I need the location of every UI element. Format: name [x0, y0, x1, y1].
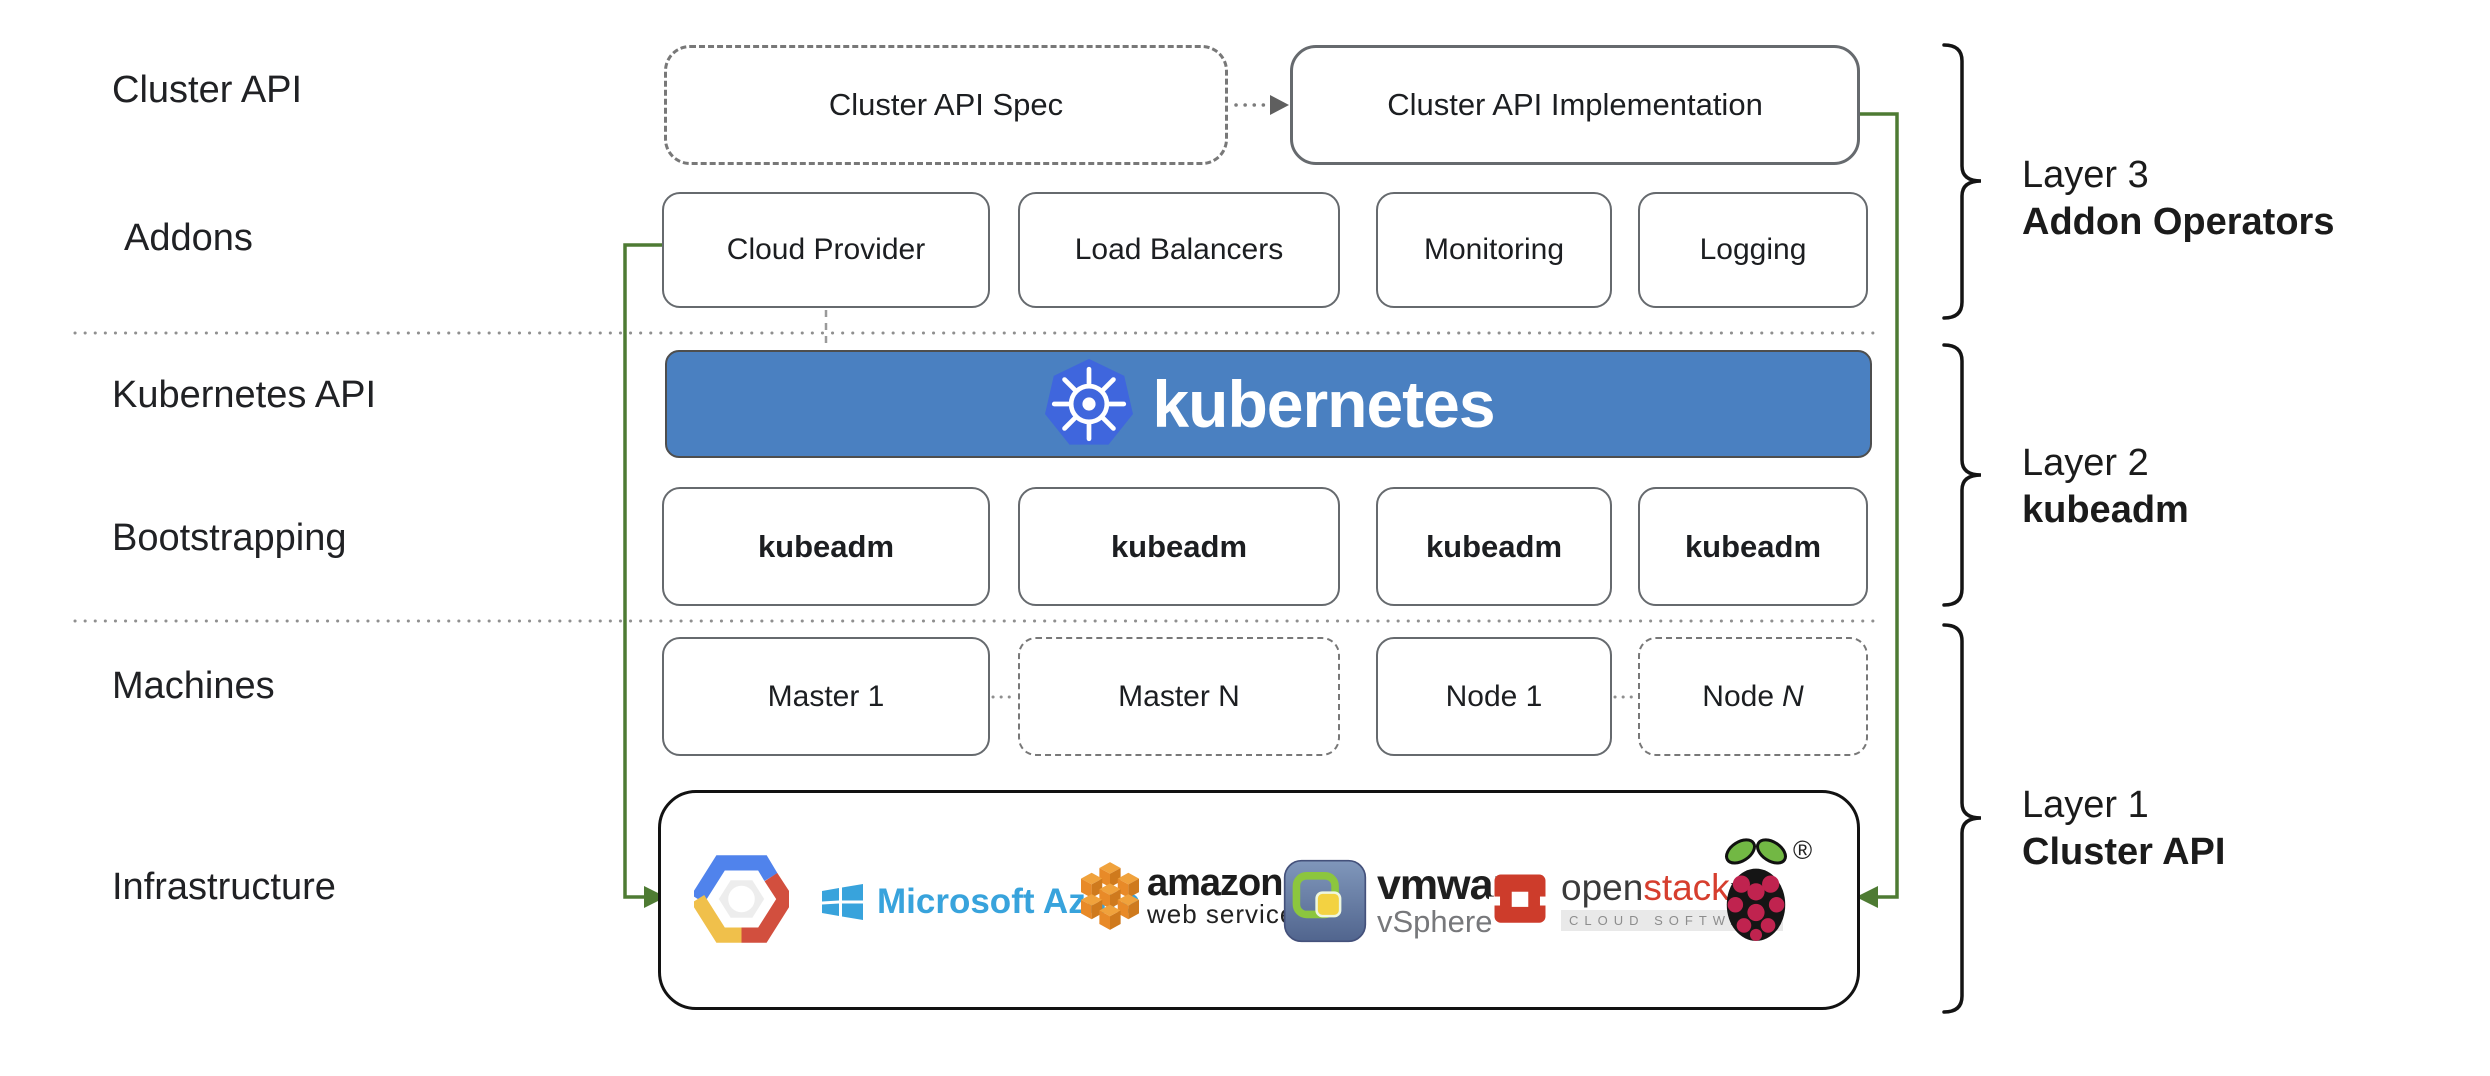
addon-box-cloud-provider: Cloud Provider	[662, 192, 990, 308]
layer3-line1: Layer 3	[2022, 154, 2149, 196]
addon-label: Monitoring	[1423, 233, 1565, 266]
row-label-kubernetes-api: Kubernetes API	[112, 374, 377, 416]
kubeadm-label: kubeadm	[757, 528, 895, 564]
left-green-connector	[623, 243, 662, 899]
cluster-api-spec-box: Cluster API Spec	[664, 45, 1228, 165]
left-green-arrowhead-icon	[644, 886, 666, 908]
cluster-api-implementation-box: Cluster API Implementation	[1290, 45, 1860, 165]
openstack-icon	[1489, 874, 1551, 923]
layer2-line2: kubeadm	[2022, 489, 2189, 531]
kubeadm-label: kubeadm	[1684, 528, 1822, 564]
kubernetes-banner: kubernetes	[665, 350, 1872, 458]
row-label-addons: Addons	[124, 217, 253, 259]
machine-label: Node	[1702, 679, 1775, 713]
raspberry-pi-reg-mark: ®	[1793, 835, 1813, 865]
row-label-cluster-api: Cluster API	[112, 69, 303, 111]
layer1-brace	[1942, 623, 1982, 1014]
openstack-label: openstack™	[1561, 869, 1783, 906]
raspberry-pi-icon	[1725, 838, 1787, 941]
addon-box-logging: Logging	[1638, 192, 1868, 308]
row-label-infrastructure: Infrastructure	[112, 866, 336, 908]
aws-label-web-services: web services	[1147, 898, 1310, 929]
addon-label: Cloud Provider	[726, 233, 926, 266]
machine-label: Master N	[1118, 679, 1240, 713]
machine-box-master-1: Master 1	[662, 637, 990, 756]
machine-box-node-n: Node N	[1638, 637, 1868, 756]
layer3-brace	[1942, 43, 1982, 320]
layer1-line1: Layer 1	[2022, 784, 2149, 826]
machine-label-n: N	[1782, 679, 1804, 713]
kubernetes-banner-label: kubernetes	[1152, 367, 1495, 441]
spec-impl-arrowhead-icon	[1270, 95, 1289, 115]
google-cloud-logo	[694, 855, 789, 943]
machine-box-node-1: Node 1	[1376, 637, 1612, 756]
addon-label: Logging	[1699, 233, 1807, 266]
addon-box-load-balancers: Load Balancers	[1018, 192, 1340, 308]
google-cloud-icon	[694, 855, 789, 943]
row-label-machines: Machines	[112, 665, 275, 707]
vsphere-label: vSphere	[1377, 903, 1493, 939]
machine-label: Master 1	[767, 679, 885, 713]
infrastructure-box: Microsoft Azure	[658, 790, 1860, 1010]
kubeadm-label: kubeadm	[1110, 528, 1248, 564]
raspberry-pi-logo	[1713, 829, 1799, 953]
addon-label: Load Balancers	[1074, 233, 1284, 266]
row-label-bootstrapping: Bootstrapping	[112, 517, 347, 559]
layer1-line2: Cluster API	[2022, 831, 2226, 873]
addon-box-monitoring: Monitoring	[1376, 192, 1612, 308]
kubeadm-label: kubeadm	[1425, 528, 1563, 564]
machine-box-master-n: Master N	[1018, 637, 1340, 756]
openstack-logo: openstack™ CLOUD SOFTWARE	[1489, 869, 1784, 931]
layer2-brace	[1942, 343, 1982, 607]
openstack-subtitle: CLOUD SOFTWARE	[1561, 909, 1784, 931]
kubeadm-box-3: kubeadm	[1376, 487, 1612, 606]
kubeadm-box-1: kubeadm	[662, 487, 990, 606]
cluster-api-implementation-label: Cluster API Implementation	[1387, 87, 1763, 122]
machine-label: Node 1	[1445, 679, 1543, 713]
vmware-icon	[1283, 859, 1367, 943]
azure-icon	[822, 884, 863, 920]
aws-label-amazon: amazon	[1147, 861, 1283, 904]
right-green-arrowhead-icon	[1856, 886, 1878, 908]
layer2-label: Layer 2 kubeadm	[2022, 440, 2189, 534]
layer2-line1: Layer 2	[2022, 442, 2149, 484]
kubernetes-logo-icon	[1045, 358, 1134, 445]
aws-logo: amazon web services	[1081, 859, 1309, 933]
layer3-line2: Addon Operators	[2022, 201, 2335, 243]
layer3-label: Layer 3 Addon Operators	[2022, 152, 2334, 246]
layer1-label: Layer 1 Cluster API	[2022, 782, 2225, 876]
kubeadm-box-2: kubeadm	[1018, 487, 1340, 606]
right-green-connector	[1860, 112, 1899, 899]
kubeadm-box-4: kubeadm	[1638, 487, 1868, 606]
aws-cubes-icon	[1081, 862, 1139, 930]
cluster-api-spec-label: Cluster API Spec	[828, 87, 1064, 122]
